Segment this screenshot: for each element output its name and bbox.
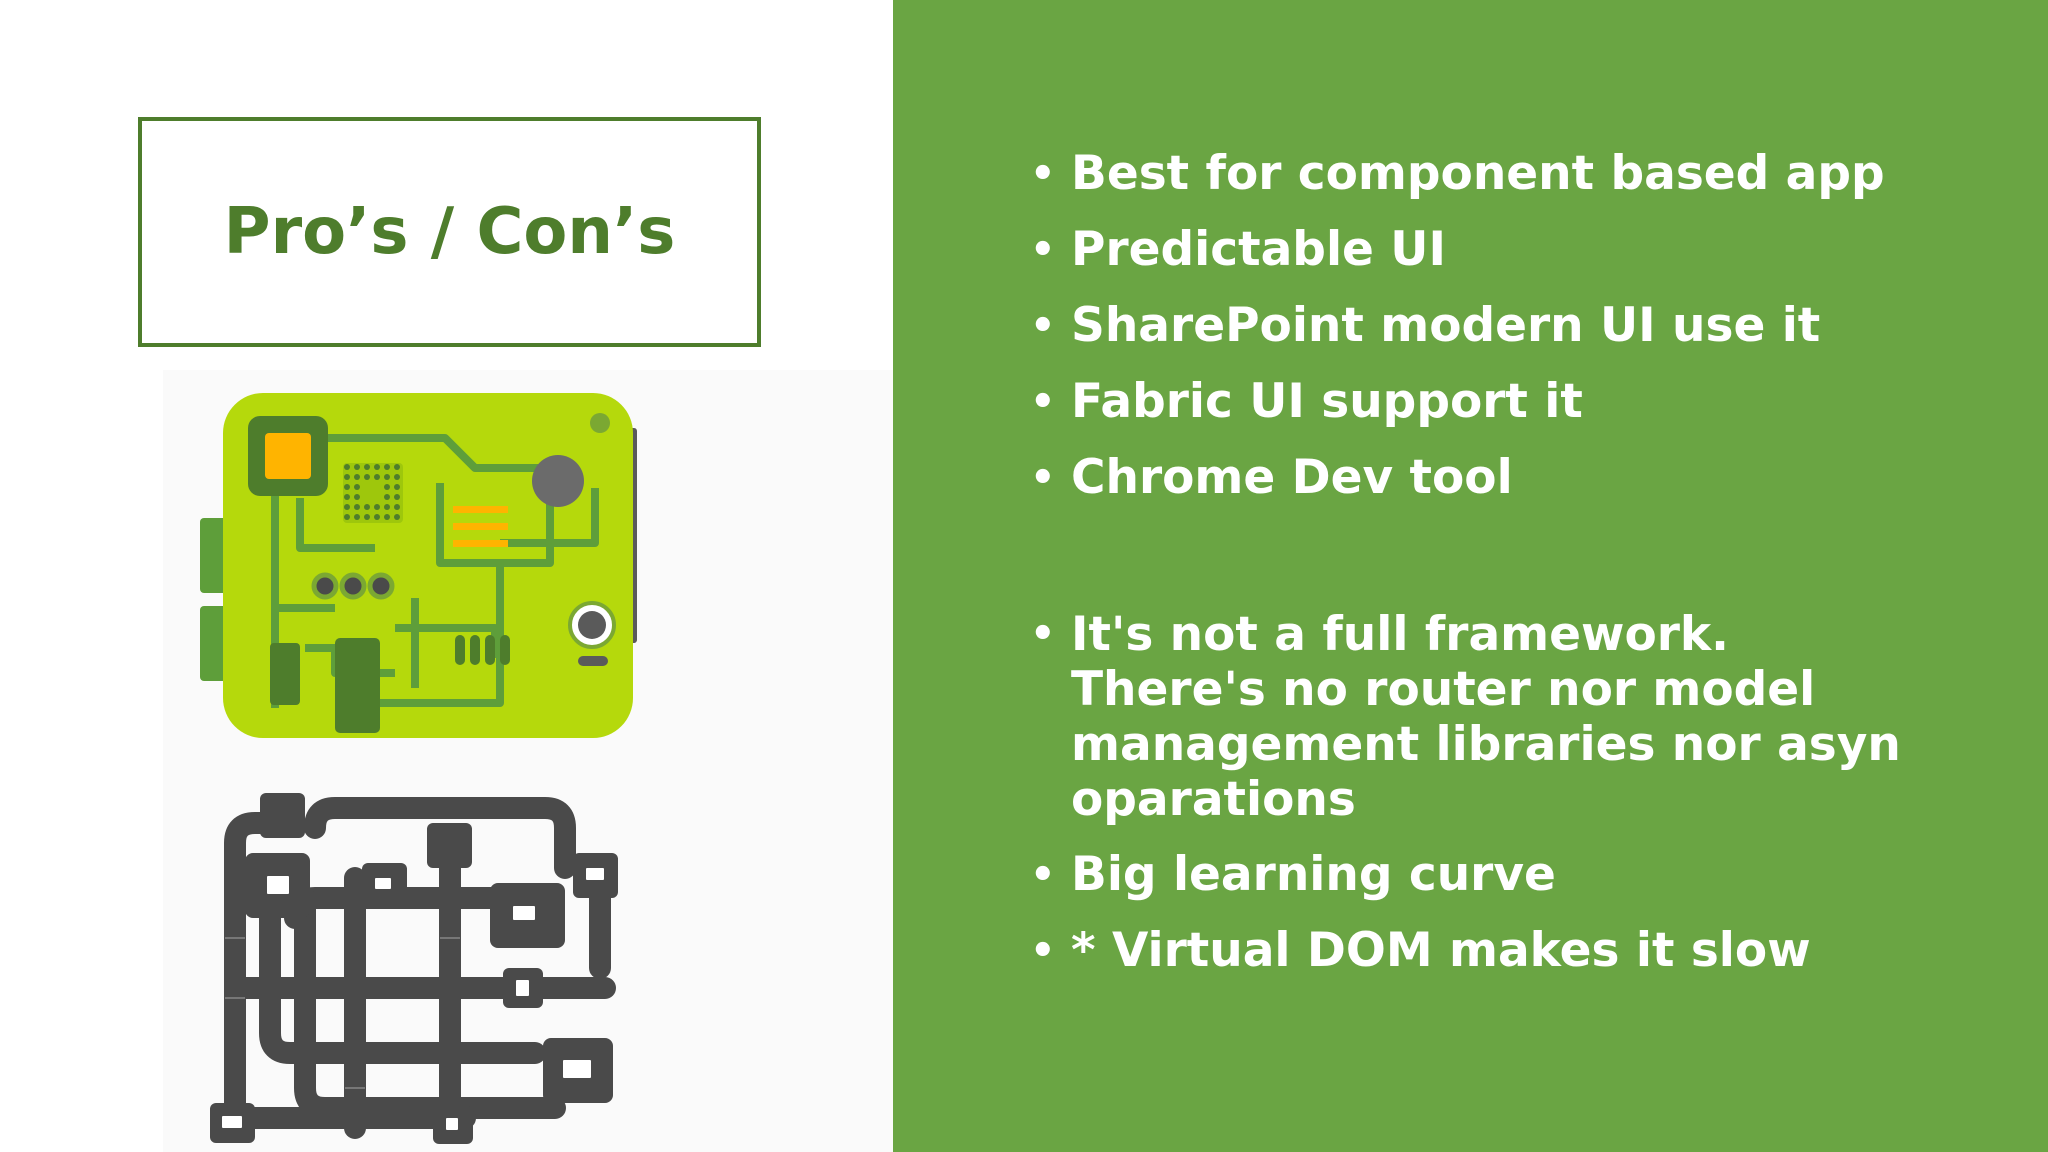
cons-item: • It's not a full framework. There's no r…	[893, 607, 1931, 827]
bullet-glyph: •	[1030, 303, 1056, 349]
folder-icon	[375, 878, 391, 889]
pipe-cap-box	[260, 793, 305, 838]
pros-item: • Best for component based app	[893, 146, 1931, 202]
bullet-glyph: •	[1030, 379, 1056, 425]
document-icon	[516, 980, 529, 996]
pros-item-text: Predictable UI	[1071, 222, 1446, 277]
contact-icon	[446, 1118, 458, 1130]
chart-icon	[563, 1060, 591, 1078]
pros-item: • SharePoint modern UI use it	[893, 298, 1931, 354]
pros-item: • Fabric UI support it	[893, 374, 1931, 430]
people-icon	[222, 1116, 242, 1128]
title-box: Pro’s / Con’s	[138, 117, 761, 347]
pros-item: • Predictable UI	[893, 222, 1931, 278]
bullet-glyph: •	[1030, 852, 1056, 898]
cons-item-text: Big learning curve	[1071, 847, 1556, 902]
pipe-network-icons-illustration	[210, 793, 618, 1144]
bullet-glyph: •	[1030, 151, 1056, 197]
pros-item-text: Fabric UI support it	[1071, 374, 1583, 429]
cons-item-text: * Virtual DOM makes it slow	[1071, 923, 1811, 978]
left-panel: Pro’s / Con’s	[0, 0, 893, 1152]
circuit-board-illustration	[200, 393, 637, 738]
bullet-glyph: •	[1030, 227, 1056, 273]
pros-item-text: Chrome Dev tool	[1071, 450, 1513, 505]
bullet-glyph: •	[1030, 611, 1056, 657]
pros-list: • Best for component based app • Predictab…	[893, 146, 1931, 526]
cons-item-text: It's not a full framework. There's no ro…	[1071, 607, 1901, 827]
cons-item: • Big learning curve	[893, 847, 1931, 903]
pipe-cap-box-2	[427, 823, 472, 868]
pros-item-text: SharePoint modern UI use it	[1071, 298, 1821, 353]
chat-icon	[513, 906, 535, 920]
slide-title: Pro’s / Con’s	[223, 195, 676, 269]
bullet-glyph: •	[1030, 928, 1056, 974]
pros-item: • Chrome Dev tool	[893, 450, 1931, 506]
pros-item-text: Best for component based app	[1071, 146, 1885, 201]
bullet-glyph: •	[1030, 455, 1056, 501]
cons-list: • It's not a full framework. There's no r…	[893, 607, 1931, 999]
mail-icon	[586, 868, 604, 880]
calendar-icon	[267, 876, 289, 894]
cons-item: • * Virtual DOM makes it slow	[893, 923, 1931, 979]
right-panel: • Best for component based app • Predictab…	[893, 0, 2048, 1152]
